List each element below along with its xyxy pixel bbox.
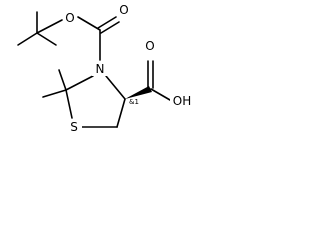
label-mask-acid-hydroxyl (170, 94, 194, 109)
bond-c5-to-c4 (116, 98, 126, 128)
bond-c2-methyl-up (58, 69, 67, 91)
bond-acid-carbon-to-hydroxyl (150, 88, 171, 101)
bond-tbu-methyl-right (36, 32, 57, 46)
bond-boc-carbonyl-double-a (97, 16, 117, 29)
bond-tbu-to-ester-oxygen (36, 19, 63, 34)
atom-label-ring-sulfur: S (70, 120, 78, 134)
bond-nitrogen-to-c2 (65, 75, 94, 91)
molecule-structure-diagram: O O N S O OH &1 (17, 3, 194, 134)
atom-label-acid-carbonyl-oxygen: O (145, 39, 154, 53)
atom-label-acid-hydroxyl: OH (173, 94, 191, 108)
label-mask-ester-oxygen (63, 11, 77, 25)
label-mask-sulfur (67, 119, 82, 134)
atom-label-ester-oxygen: O (65, 11, 74, 25)
stereo-annotation-label: &1 (129, 98, 139, 106)
bond-tbu-methyl-left (17, 32, 38, 46)
bond-boc-carbonyl-double-b (100, 21, 120, 34)
label-mask-acid-carbonyl-oxygen (142, 38, 158, 53)
label-mask-nitrogen (92, 61, 108, 76)
bond-c2-to-sulfur (65, 89, 73, 119)
bond-c4-to-nitrogen (105, 75, 126, 100)
atom-label-ring-nitrogen: N (96, 62, 105, 76)
bond-c2-methyl-left (42, 89, 67, 98)
label-mask-boc-carbonyl-oxygen (117, 3, 131, 17)
atom-label-boc-carbonyl-oxygen: O (119, 3, 128, 17)
wedge-bond-c4-to-acid-carbon (125, 86, 152, 99)
bond-ester-oxygen-to-carbonyl (77, 16, 101, 31)
